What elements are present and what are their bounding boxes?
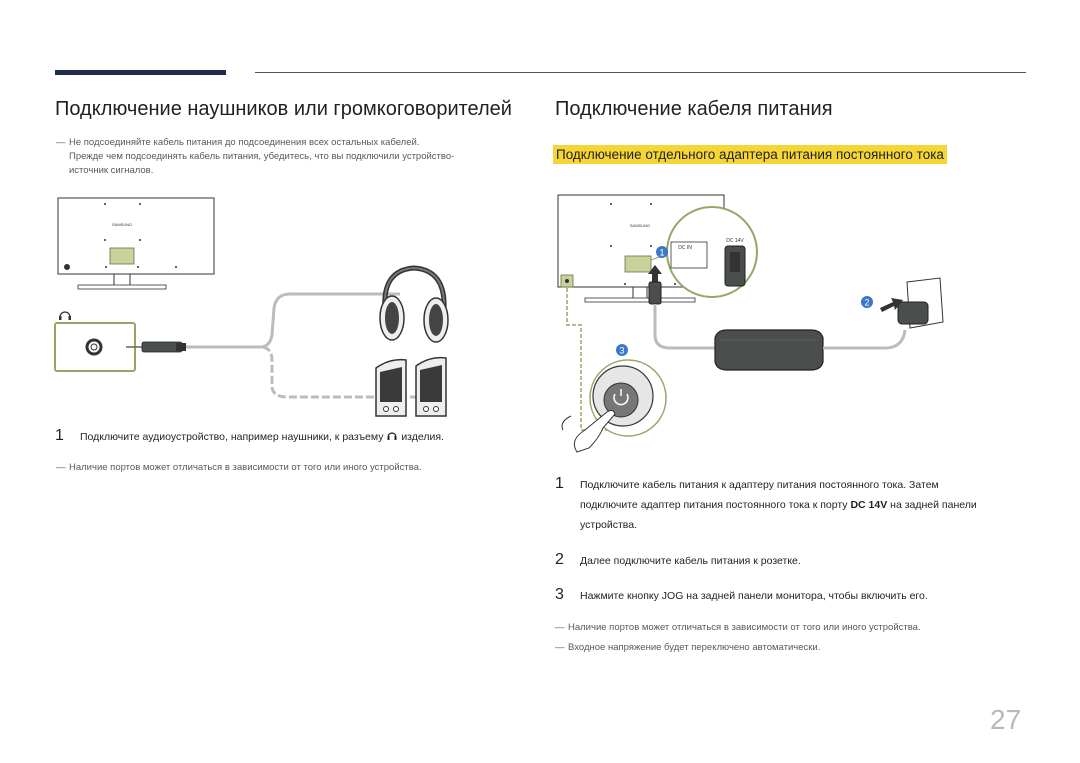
step-text-jog: Нажмите кнопку JOG на задней панели мони… [580,590,928,602]
step-number: 1 [555,475,564,492]
note-connection-order: ― Не подсоединяйте кабель питания до под… [56,137,455,176]
headphones-illustration [379,265,449,343]
svg-text:2: 2 [864,298,869,308]
dc-port-zoom: DC IN DC 14V [650,206,758,298]
header-rule [255,72,1026,73]
headphone-port-zoom [54,311,136,372]
headphone-jack-icon [59,311,71,320]
page-number: 27 [990,704,1022,735]
note-ports-vary: ― Наличие портов может отличаться в зави… [555,622,921,633]
section-title-power: Подключение кабеля питания [555,98,833,120]
step-number: 1 [55,427,64,444]
step-number: 3 [555,586,564,603]
brand-logo-text: SAMSUNG [630,223,650,228]
speakers-illustration [375,356,447,417]
headphone-jack-icon [387,432,397,440]
step-text-connect-adapter: Подключите кабель питания к адаптеру пит… [580,479,977,531]
svg-text:3: 3 [619,346,624,356]
step-text-headphones: Подключите аудиоустройство, например нау… [80,431,444,443]
subsection-title-dc-adapter: Подключение отдельного адаптера питания … [553,145,947,164]
power-diagram: SAMSUNG DC IN DC 14V 1 [557,194,944,453]
header-accent-bar [55,70,226,75]
brand-logo-text: SAMSUNG [112,222,132,227]
step-number: 2 [555,551,564,568]
note-voltage-auto: ― Входное напряжение будет переключено а… [555,642,821,653]
callout-1: 1 [656,246,668,258]
power-icon [613,389,629,406]
audio-jack-plug [126,341,186,353]
wall-socket [880,277,944,329]
dc-14v-port-label: DC 14V [850,499,888,511]
power-adapter [714,329,824,371]
callout-3: 3 [616,344,628,356]
note-ports-vary: ― Наличие портов может отличаться в зави… [56,462,422,473]
headphones-diagram: SAMSUNG [54,197,449,417]
dc-14v-label: DC 14V [726,238,744,244]
monitor-back: SAMSUNG [57,197,215,290]
svg-text:1: 1 [659,248,664,258]
dc-connector [648,265,662,305]
jog-button-zoom [561,359,667,453]
step-text-outlet: Далее подключите кабель питания к розетк… [580,555,801,567]
section-title-headphones: Подключение наушников или громкоговорите… [55,98,512,120]
callout-2: 2 [861,296,873,308]
dc-in-label: DC IN [678,245,692,251]
